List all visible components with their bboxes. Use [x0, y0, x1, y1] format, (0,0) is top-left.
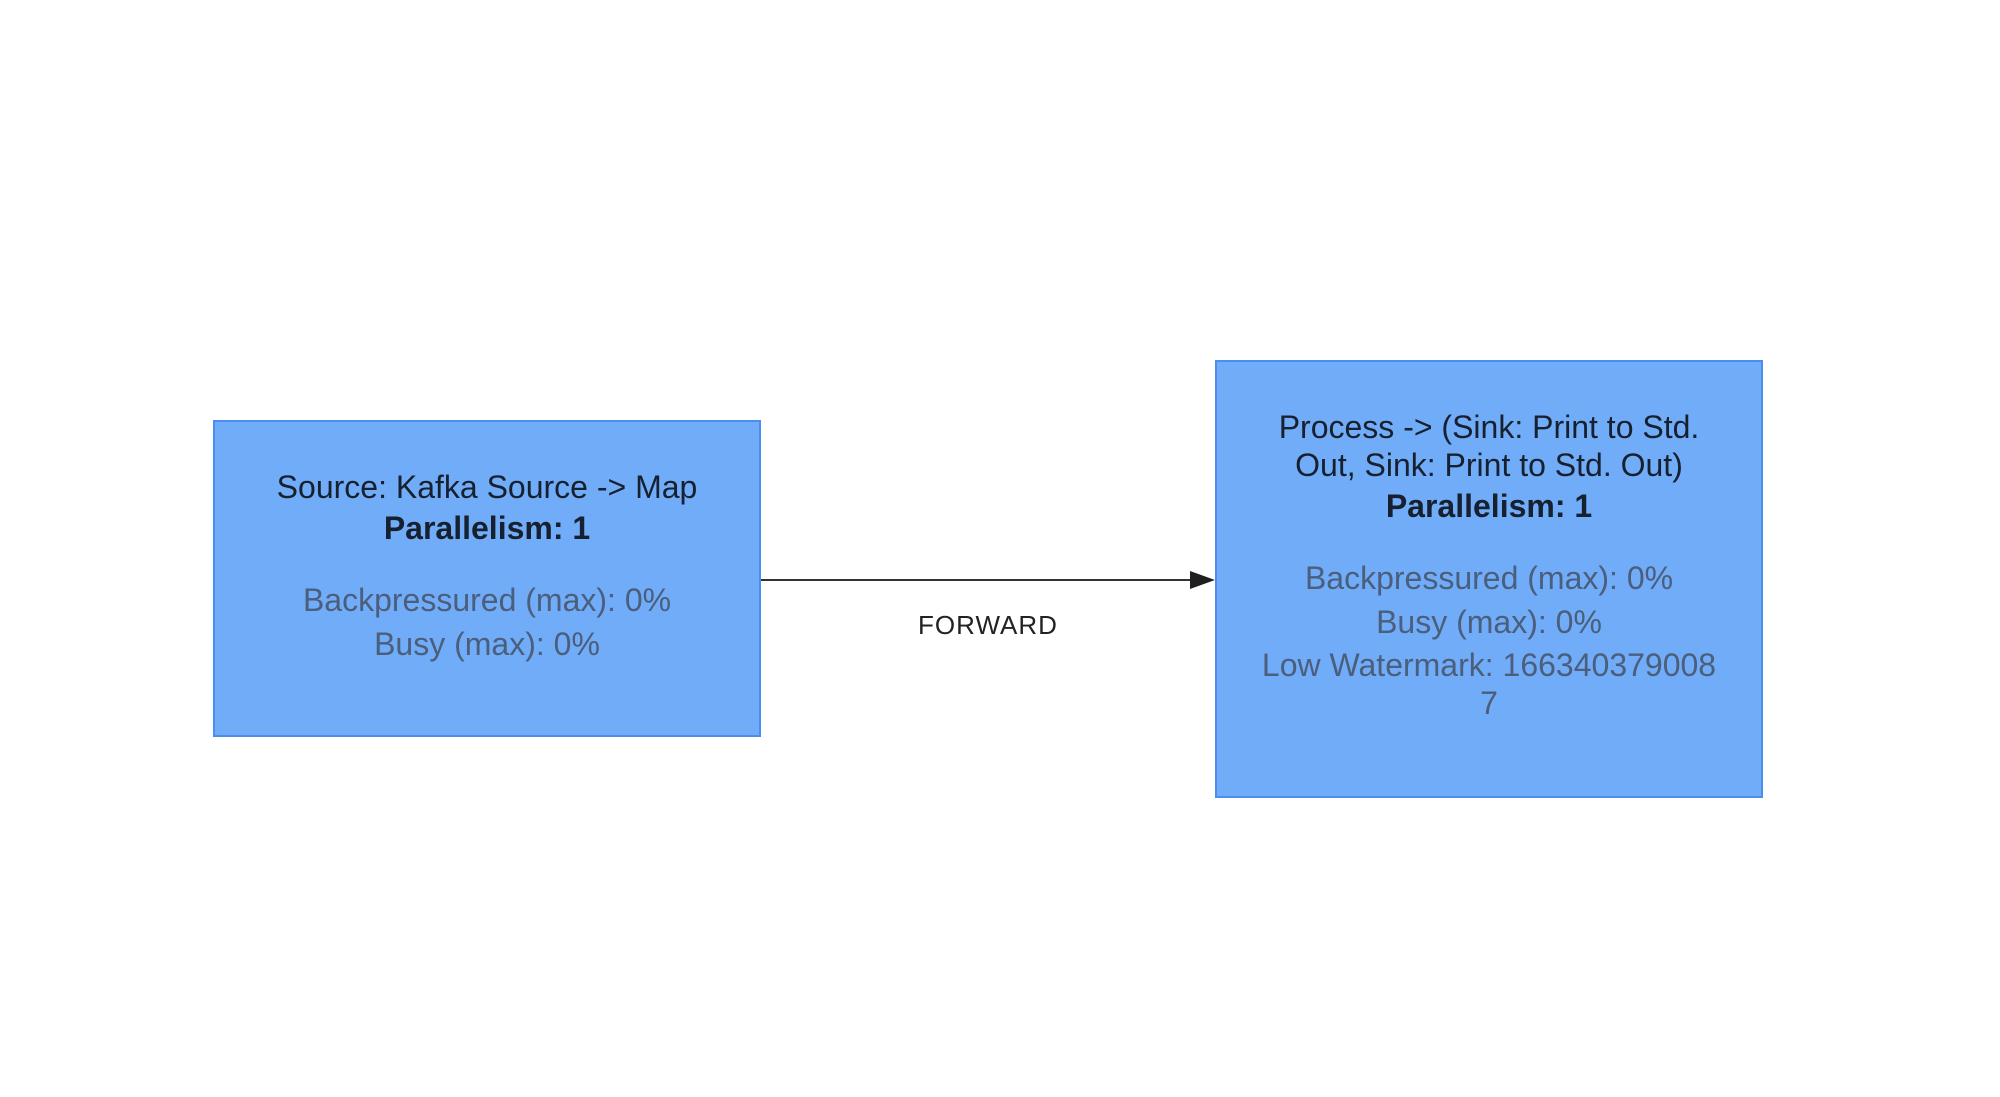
node-metrics: Backpressured (max): 0% Busy (max): 0% L… [1217, 556, 1761, 722]
node-title: Process -> (Sink: Print to Std. Out, Sin… [1278, 409, 1700, 483]
node-process-sink[interactable]: Process -> (Sink: Print to Std. Out, Sin… [1215, 360, 1763, 798]
node-parallelism: Parallelism: 1 [1385, 488, 1593, 524]
metric-busy: Busy (max): 0% [374, 626, 600, 662]
metric-backpressured: Backpressured (max): 0% [1304, 560, 1674, 596]
metric-busy: Busy (max): 0% [1376, 604, 1602, 640]
edge-label-forward: FORWARD [918, 610, 1058, 640]
metric-backpressured: Backpressured (max): 0% [302, 582, 672, 618]
node-source-kafka[interactable]: Source: Kafka Source -> Map Parallelism:… [213, 420, 761, 737]
node-parallelism: Parallelism: 1 [383, 510, 591, 546]
metric-low-watermark: Low Watermark: 1663403790087 [1261, 647, 1717, 721]
node-metrics: Backpressured (max): 0% Busy (max): 0% [215, 578, 759, 666]
edge-arrowhead [1190, 571, 1215, 589]
node-title: Source: Kafka Source -> Map [276, 469, 698, 505]
